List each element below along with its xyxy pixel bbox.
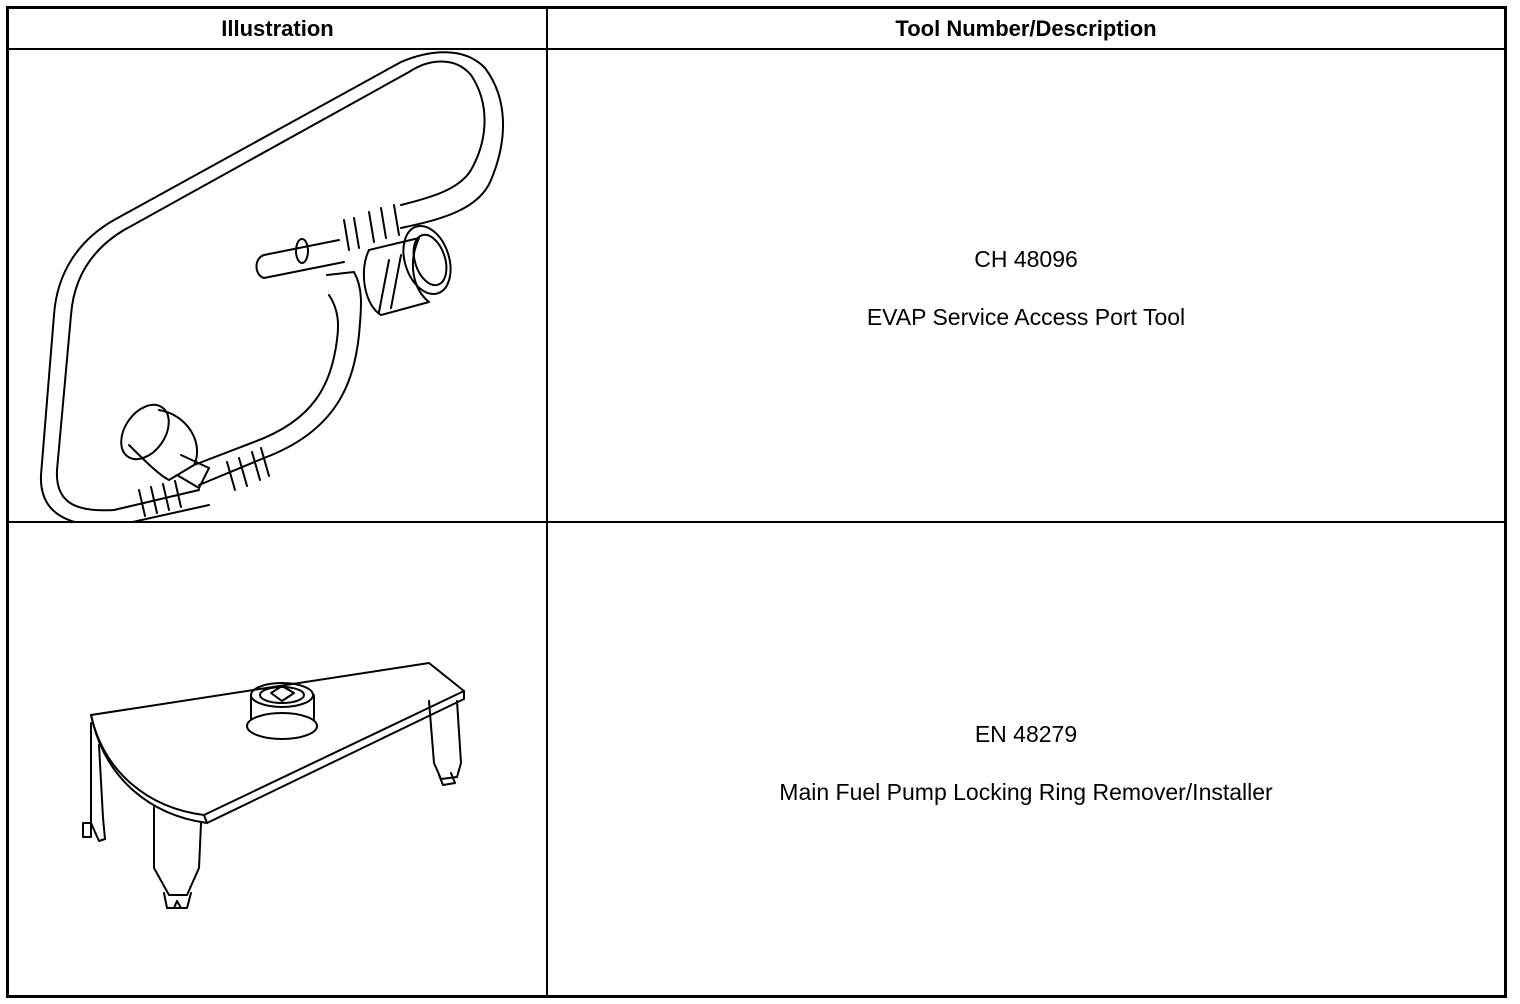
- tool-table: Illustration Tool Number/Description: [6, 6, 1507, 998]
- tool-number: EN 48279: [974, 721, 1078, 747]
- tool-description: EVAP Service Access Port Tool: [866, 304, 1186, 330]
- table-row-1-description: CH 48096 EVAP Service Access Port Tool: [548, 50, 1504, 521]
- table-header-row: Illustration Tool Number/Description: [9, 9, 1504, 50]
- table-row-2-description: EN 48279 Main Fuel Pump Locking Ring Rem…: [548, 523, 1504, 995]
- tool-column-header: Tool Number/Description: [895, 16, 1157, 41]
- table-row-1-illustration: [9, 50, 546, 521]
- tool-description: Main Fuel Pump Locking Ring Remover/Inst…: [779, 779, 1273, 805]
- table-row-2-illustration: [9, 523, 546, 995]
- evap-service-access-port-tool-icon: [39, 51, 504, 521]
- column-divider: [546, 9, 548, 995]
- tool-number: CH 48096: [974, 246, 1078, 272]
- locking-ring-remover-tool-icon: [82, 662, 465, 909]
- row-divider: [9, 521, 1504, 523]
- illustration-column-header: Illustration: [221, 16, 334, 41]
